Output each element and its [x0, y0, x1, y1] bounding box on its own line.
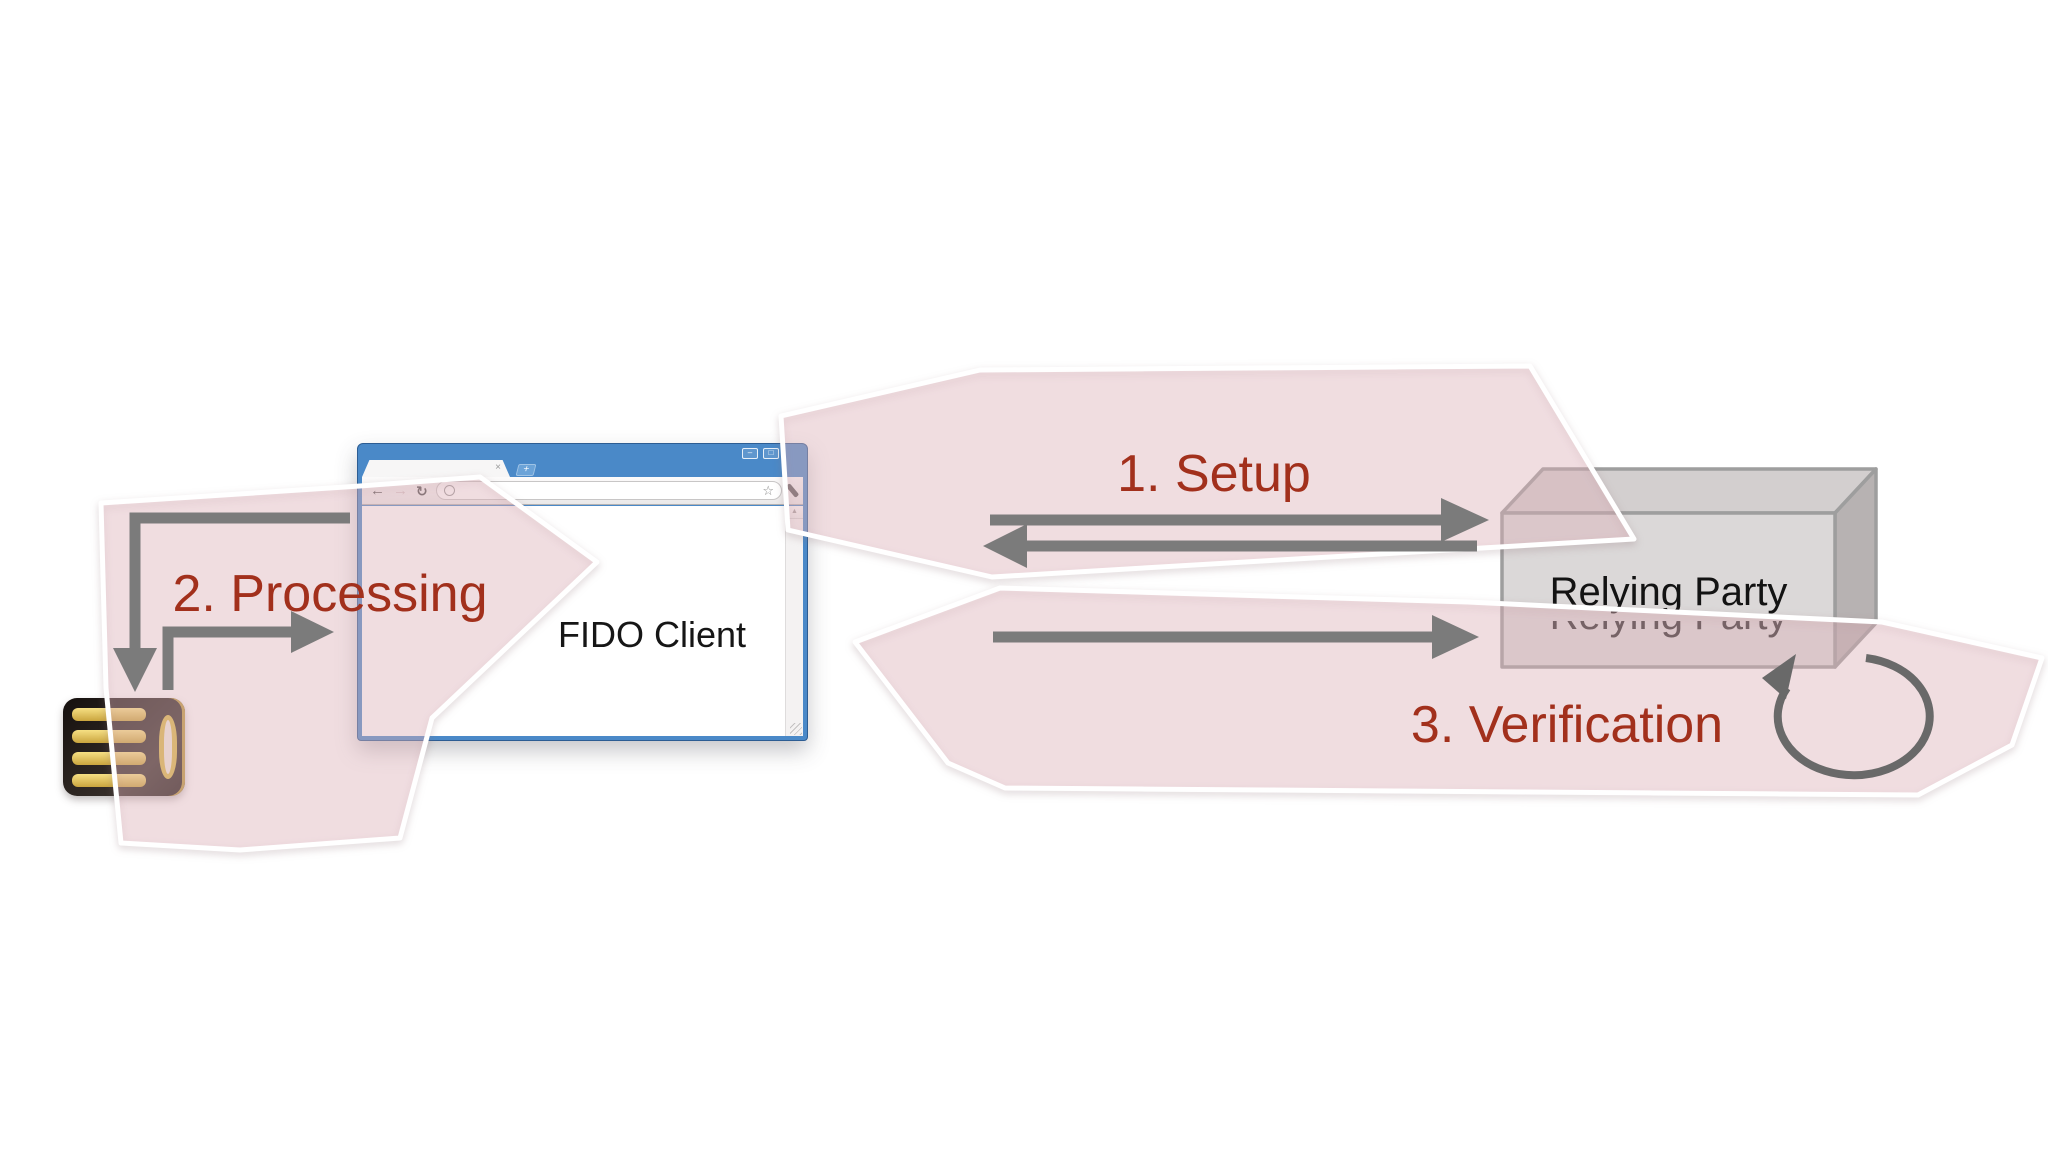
usb-contact-strip	[72, 774, 146, 787]
step-label-verification: 3. Verification	[1410, 696, 1724, 754]
browser-page-content: FIDO Client ▲	[362, 506, 803, 736]
scroll-up-icon[interactable]: ▲	[786, 506, 803, 519]
browser-tabstrip: × +	[358, 460, 807, 477]
step-label-setup: 1. Setup	[1117, 445, 1311, 503]
self-loop-arrow-icon	[1773, 654, 1934, 780]
resize-grip-icon[interactable]	[790, 723, 802, 735]
page-icon	[443, 485, 455, 496]
window-controls: – □	[742, 448, 779, 459]
arrowhead-right-icon	[1441, 498, 1489, 542]
arrowhead-right-icon	[1432, 615, 1479, 659]
arrowhead-down-icon	[113, 648, 157, 692]
arrow-browser-to-key	[129, 512, 350, 650]
arrow-key-to-browser	[162, 626, 291, 690]
forward-icon: →	[393, 483, 408, 498]
highlight-processing	[98, 474, 600, 853]
bookmark-star-icon[interactable]: ☆	[762, 483, 774, 498]
minimize-button-icon[interactable]: –	[742, 448, 758, 459]
tab-close-icon[interactable]: ×	[495, 462, 501, 473]
browser-window: – □ × + ← → ↻ ☆ FIDO Client ▲	[357, 443, 808, 741]
maximize-button-icon[interactable]: □	[763, 448, 779, 459]
box-front-face	[1500, 511, 1837, 669]
browser-titlebar[interactable]: – □	[358, 444, 807, 460]
step-label-processing: 2. Processing	[172, 565, 488, 623]
address-bar[interactable]: ☆	[435, 481, 782, 500]
loop-arrowhead-icon	[1762, 654, 1796, 699]
arrowhead-left-icon	[983, 524, 1027, 568]
usb-keyring-slot	[159, 715, 177, 779]
arrowhead-right-icon	[291, 611, 334, 653]
browser-toolbar: ← → ↻ ☆	[362, 477, 803, 505]
browser-tab[interactable]: ×	[362, 460, 510, 477]
refresh-icon[interactable]: ↻	[416, 484, 428, 498]
fido-client-label: FIDO Client	[557, 614, 747, 655]
scrollbar[interactable]: ▲	[785, 506, 803, 736]
usb-contact-strip	[72, 752, 146, 765]
relying-party-label-descenders: Relying Party	[1502, 621, 1835, 639]
